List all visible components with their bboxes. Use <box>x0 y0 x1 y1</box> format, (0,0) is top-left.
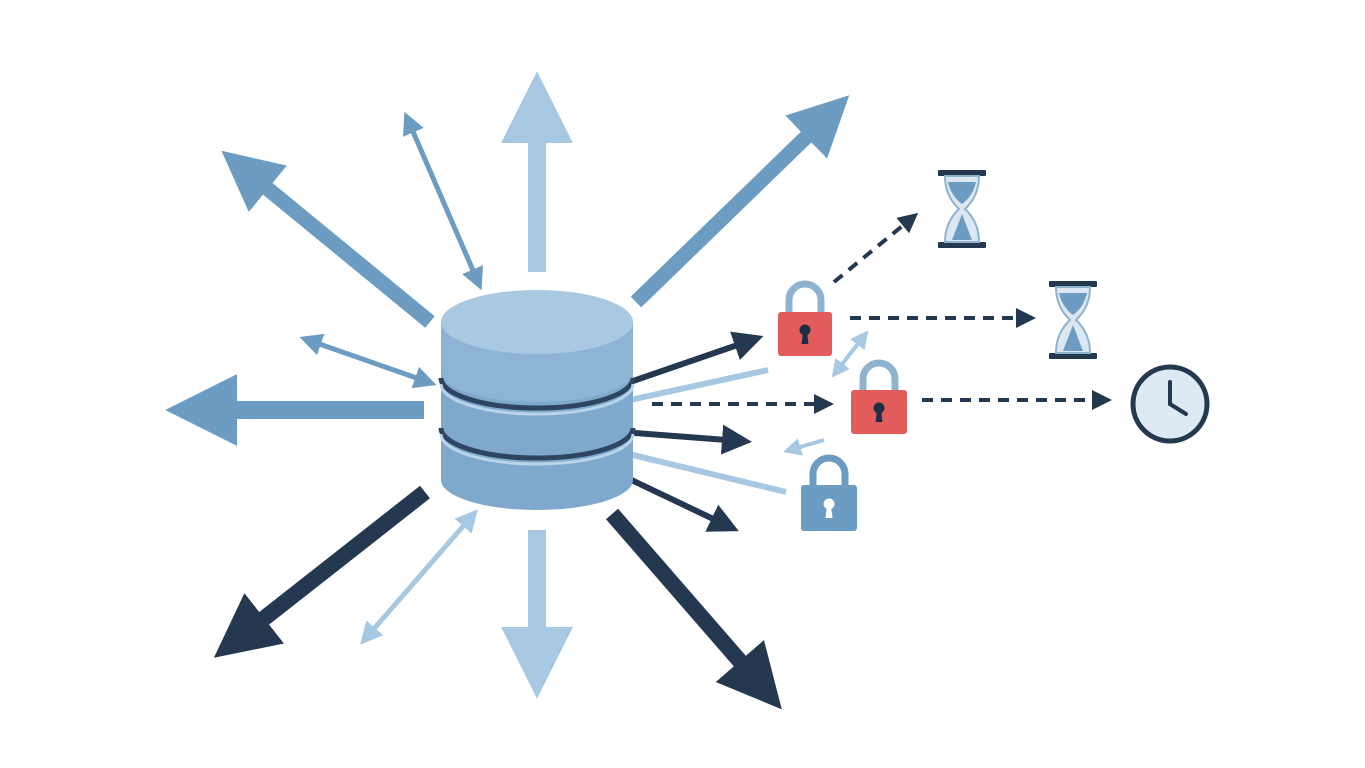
lock-icon <box>851 359 907 434</box>
arrow-down-left-double <box>360 509 478 645</box>
arrow-down-left <box>213 485 430 658</box>
arrow-to-blue-lock <box>783 438 825 456</box>
database-icon <box>438 290 636 510</box>
clock-icon <box>1130 364 1210 444</box>
hourglass-icon <box>1049 281 1097 359</box>
wait-arrows <box>652 212 1112 414</box>
arrow-up-right <box>630 95 850 308</box>
arrow-up-left-double <box>403 111 483 291</box>
lock-icon <box>778 280 832 356</box>
dashed-arrow-to-hourglass-1 <box>832 212 919 284</box>
arrow-down-right <box>605 508 782 710</box>
outgoing-arrows <box>165 71 850 710</box>
arrow-between-locks-double <box>831 330 869 378</box>
arrow-request-2-light <box>611 367 769 407</box>
arrow-left-double <box>299 333 437 389</box>
lock-icon <box>801 454 857 531</box>
hourglass-icon <box>938 170 986 248</box>
arrow-up-left <box>221 150 435 328</box>
arrow-request-4-light <box>603 445 787 495</box>
